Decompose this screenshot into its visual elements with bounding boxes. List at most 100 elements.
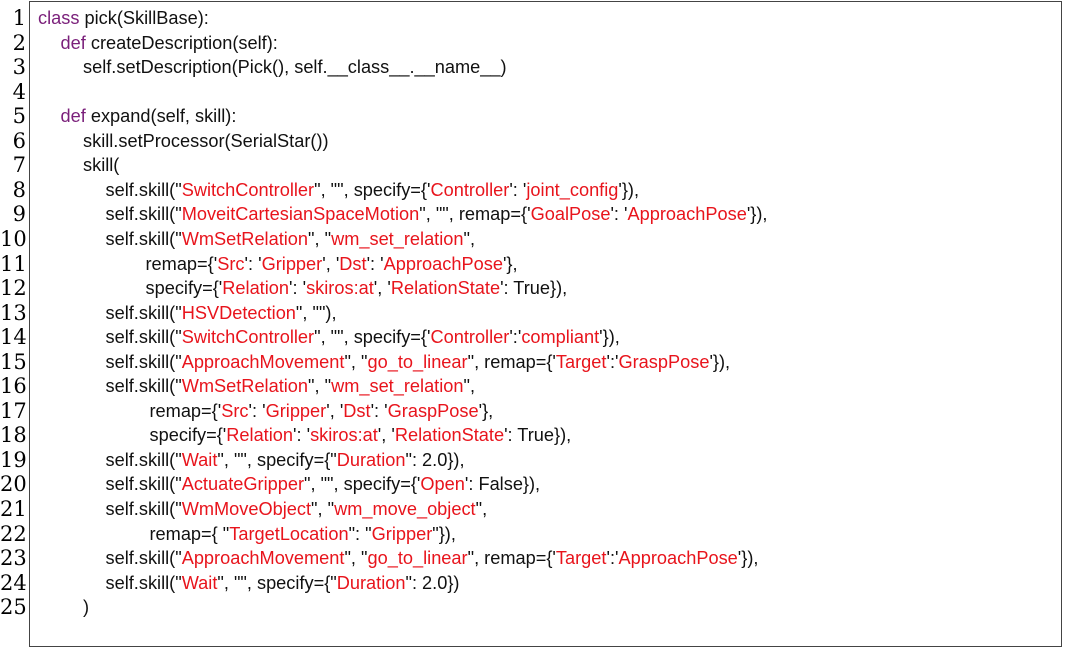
string-token: Dst [343, 400, 371, 421]
code-token: skill( [83, 155, 120, 176]
code-token: remap={' [145, 253, 218, 274]
code-token: ': ' [366, 253, 384, 274]
string-token: Dst [339, 253, 367, 274]
code-token: specify={' [145, 278, 223, 299]
code-text: self.skill("MoveitCartesianSpaceMotion",… [106, 202, 768, 227]
code-line: 4 [0, 80, 1065, 105]
code-line: 19 self.skill("Wait", "", specify={"Durat… [0, 448, 1065, 473]
code-token: ': False}), [464, 474, 541, 495]
code-token: remap={ " [149, 523, 230, 544]
keyword-token: def [60, 106, 86, 127]
code-token: ':' [606, 351, 619, 372]
code-token: '}), [737, 548, 759, 569]
code-text: self.skill("WmMoveObject", "wm_move_obje… [106, 497, 488, 522]
code-token: ', ' [373, 278, 391, 299]
code-token: '}), [618, 179, 640, 200]
line-number: 22 [0, 521, 27, 546]
line-number: 17 [0, 398, 27, 423]
code-token: ", [475, 499, 488, 519]
string-token: WmSetRelation [181, 228, 309, 249]
code-token: ", " [308, 376, 332, 397]
code-token: ", " [311, 499, 335, 519]
line-number: 6 [12, 128, 26, 153]
string-token: SwitchController [181, 179, 315, 200]
string-token: wm_set_relation [331, 376, 464, 397]
code-token: expand(self, skill): [85, 106, 237, 127]
code-line: 15 self.skill("ApproachMovement", "go_to_… [0, 350, 1065, 375]
code-text: self.skill("WmSetRelation", "wm_set_rela… [106, 374, 476, 399]
string-token: Duration [336, 449, 406, 470]
string-token: ApproachMovement [181, 351, 345, 372]
code-token: ", [463, 376, 476, 397]
line-number: 14 [0, 325, 27, 350]
string-token: Controller [430, 179, 510, 200]
code-token: pick(SkillBase): [79, 8, 209, 28]
line-number: 8 [12, 177, 26, 202]
code-token: self.skill(" [105, 572, 182, 593]
line-number: 20 [0, 472, 27, 497]
line-number: 18 [0, 423, 27, 448]
string-token: HSVDetection [181, 302, 296, 323]
code-token: ':' [509, 327, 522, 348]
line-number: 7 [12, 153, 26, 178]
code-text: specify={'Relation': 'skiros:at', 'Relat… [150, 423, 572, 448]
code-text: self.skill("ApproachMovement", "go_to_li… [106, 350, 731, 375]
code-token: self.skill(" [105, 327, 182, 348]
string-token: ApproachPose [618, 548, 738, 569]
string-token: ApproachPose [627, 204, 747, 225]
string-token: Src [217, 253, 245, 274]
code-text: self.skill("Wait", "", specify={"Duratio… [106, 571, 460, 596]
line-number: 25 [0, 595, 27, 620]
code-token: ": " [348, 523, 372, 544]
code-token: ': ' [289, 278, 307, 299]
code-text: self.skill("ActuateGripper", "", specify… [106, 472, 541, 497]
string-token: Gripper [371, 523, 433, 544]
line-number: 15 [0, 349, 27, 374]
string-token: Target [555, 548, 607, 569]
code-token: ", " [344, 351, 368, 372]
string-token: Duration [336, 572, 406, 593]
string-token: Wait [181, 449, 218, 470]
code-line: 17 remap={'Src': 'Gripper', 'Dst': 'Grasp… [0, 399, 1065, 424]
code-token: remap={' [149, 400, 222, 421]
code-token: ': ' [610, 204, 628, 225]
code-text: remap={'Src': 'Gripper', 'Dst': 'GraspPo… [150, 399, 494, 424]
code-token: self.skill(" [105, 204, 182, 225]
code-token: ': ' [293, 425, 311, 446]
string-token: TargetLocation [229, 523, 349, 544]
code-token: ", "", remap={' [419, 204, 531, 225]
string-token: ApproachMovement [181, 548, 345, 569]
code-token: ", " [308, 228, 332, 249]
line-number: 12 [0, 276, 27, 301]
line-number: 19 [0, 447, 27, 472]
code-token: ", remap={' [467, 351, 556, 372]
code-line: 8 self.skill("SwitchController", "", spec… [0, 178, 1065, 203]
code-text: self.skill("SwitchController", "", speci… [106, 178, 640, 203]
code-text: self.skill("Wait", "", specify={"Duratio… [106, 448, 465, 473]
code-text: self.skill("ApproachMovement", "go_to_li… [106, 546, 759, 571]
string-token: wm_set_relation [331, 228, 464, 249]
string-token: GraspPose [387, 400, 479, 421]
code-token: ": 2.0}), [405, 449, 465, 470]
string-token: Gripper [265, 400, 327, 421]
code-token: self.skill(" [105, 376, 182, 397]
string-token: MoveitCartesianSpaceMotion [181, 204, 420, 225]
code-text: skill( [83, 153, 119, 178]
line-number: 3 [12, 55, 26, 80]
code-line: 20 self.skill("ActuateGripper", "", speci… [0, 472, 1065, 497]
string-token: joint_config [526, 179, 619, 200]
code-token: self.skill(" [105, 179, 182, 200]
code-token: ", " [344, 548, 368, 569]
code-token: '}), [599, 327, 620, 348]
line-number: 21 [0, 497, 27, 521]
string-token: WmSetRelation [181, 376, 309, 397]
